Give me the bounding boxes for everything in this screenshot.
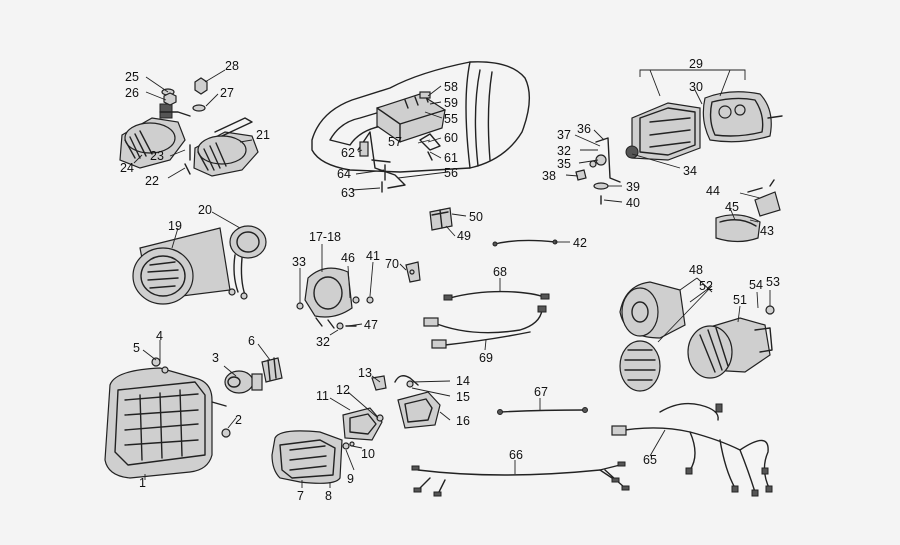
- callout-68: 68: [493, 265, 507, 279]
- callout-26: 26: [125, 86, 139, 100]
- callout-56: 56: [444, 166, 458, 180]
- wire-69: [423, 305, 547, 349]
- callout-58: 58: [444, 80, 458, 94]
- callout-22: 22: [145, 174, 159, 188]
- headlight-bracket: [296, 267, 374, 330]
- callout-36: 36: [577, 122, 591, 136]
- wire-68: [443, 290, 550, 301]
- callout-11: 11: [316, 389, 329, 403]
- callout-37: 37: [557, 128, 571, 142]
- callout-25: 25: [125, 70, 139, 84]
- seat-bracket: [357, 131, 441, 193]
- callout-49: 49: [457, 229, 471, 243]
- relay: [429, 207, 453, 231]
- callout-61: 61: [444, 151, 458, 165]
- callout-70: 70: [385, 257, 399, 271]
- horn-hardware: [161, 77, 208, 175]
- callout-32-b: 32: [316, 335, 330, 349]
- callout-9: 9: [347, 472, 354, 486]
- callout-17-18: 17-18: [309, 230, 341, 244]
- callout-16: 16: [456, 414, 470, 428]
- callout-55: 55: [444, 112, 458, 126]
- callout-66: 66: [509, 448, 523, 462]
- callout-labels: 1 2 3 4 5 6 7 8 9 10 11 12 13 14 15 16 1…: [120, 57, 780, 503]
- callout-63: 63: [341, 186, 355, 200]
- callout-34: 34: [683, 164, 697, 178]
- license-light: [371, 375, 441, 429]
- callout-33: 33: [292, 255, 306, 269]
- wire-66: [411, 461, 630, 497]
- callout-6: 6: [248, 334, 255, 348]
- tail-light-bracket: [575, 137, 621, 205]
- headlight-screws: [151, 357, 231, 438]
- callout-5: 5: [133, 341, 140, 355]
- callout-64: 64: [337, 167, 351, 181]
- callout-35: 35: [557, 157, 571, 171]
- callout-13: 13: [358, 366, 372, 380]
- callout-19: 19: [168, 219, 182, 233]
- callout-32-a: 32: [557, 144, 571, 158]
- callout-23: 23: [150, 149, 164, 163]
- callout-24: 24: [120, 161, 134, 175]
- callout-2: 2: [235, 413, 242, 427]
- callout-21: 21: [256, 128, 270, 142]
- wiring-harness-65: [611, 402, 773, 497]
- callout-1: 1: [139, 476, 146, 490]
- callout-10: 10: [361, 447, 375, 461]
- tail-light-assembly: [625, 91, 783, 161]
- horn-assembly-right: [193, 117, 259, 177]
- horn-assembly-left: [119, 103, 191, 169]
- callout-52: 52: [699, 279, 713, 293]
- headlight-shell: [132, 225, 267, 305]
- callout-28: 28: [225, 59, 239, 73]
- callout-59: 59: [444, 96, 458, 110]
- callout-14: 14: [456, 374, 470, 388]
- callout-62: 62: [341, 146, 355, 160]
- callout-4: 4: [156, 329, 163, 343]
- callout-8: 8: [325, 489, 332, 503]
- callout-46: 46: [341, 251, 355, 265]
- front-indicator: [271, 430, 355, 484]
- callout-53: 53: [766, 275, 780, 289]
- callout-20: 20: [198, 203, 212, 217]
- headlight: [104, 367, 213, 479]
- callout-60: 60: [444, 131, 458, 145]
- speaker-horn-left: [619, 281, 686, 392]
- callout-65: 65: [643, 453, 657, 467]
- callout-38: 38: [542, 169, 556, 183]
- electronic-module: [376, 91, 446, 143]
- bulb-socket: [261, 357, 283, 383]
- callout-51: 51: [733, 293, 747, 307]
- callout-50: 50: [469, 210, 483, 224]
- callout-7: 7: [297, 489, 304, 503]
- indicator-rear: [715, 179, 781, 243]
- wire-42: [492, 239, 558, 247]
- leader-lines: [133, 69, 771, 488]
- callout-40: 40: [626, 196, 640, 210]
- callout-45: 45: [725, 200, 739, 214]
- connector-70: [405, 261, 421, 283]
- callout-67: 67: [534, 385, 548, 399]
- callout-47: 47: [364, 318, 378, 332]
- callout-48: 48: [689, 263, 703, 277]
- callout-54: 54: [749, 278, 763, 292]
- callout-15: 15: [456, 390, 470, 404]
- callout-57: 57: [388, 135, 402, 149]
- callout-29: 29: [689, 57, 703, 71]
- callout-3: 3: [212, 351, 219, 365]
- callout-41: 41: [366, 249, 380, 263]
- wire-67: [497, 407, 588, 415]
- callout-27: 27: [220, 86, 234, 100]
- indicator-small: [342, 407, 384, 441]
- callout-30: 30: [689, 80, 703, 94]
- callout-44: 44: [706, 184, 720, 198]
- callout-39: 39: [626, 180, 640, 194]
- headlight-bulb: [224, 370, 263, 394]
- callout-42: 42: [573, 236, 587, 250]
- callout-43: 43: [760, 224, 774, 238]
- callout-12: 12: [336, 383, 350, 397]
- speaker-horn-right: [687, 305, 775, 379]
- callout-69: 69: [479, 351, 493, 365]
